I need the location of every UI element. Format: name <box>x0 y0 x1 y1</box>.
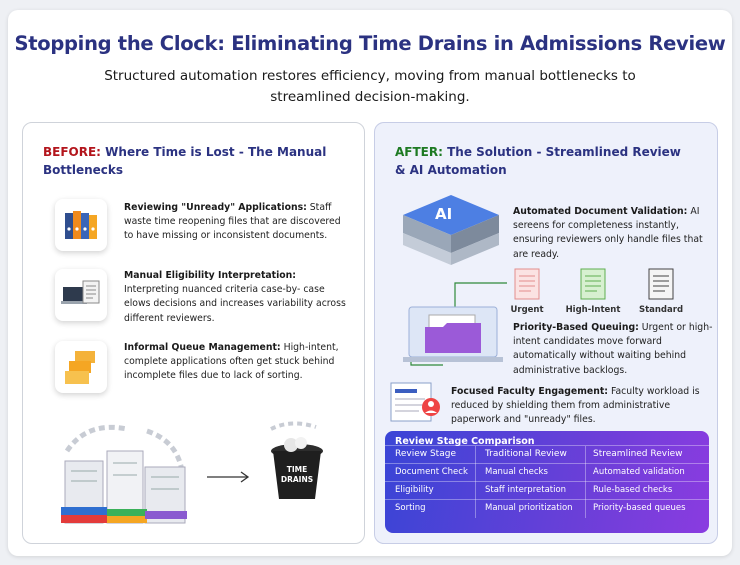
after-heading: AFTER: The Solution - Streamlined Review… <box>395 143 695 179</box>
after-tag: AFTER: <box>395 145 443 159</box>
column-header: Streamlined Review <box>593 449 683 459</box>
table-cell: Priority-based queues <box>593 503 686 513</box>
table-cell: Staff interpretation <box>485 485 567 495</box>
column-header: Review Stage <box>395 449 456 459</box>
after-item-2: Priority-Based Queuing: Urgent or high-i… <box>513 322 713 376</box>
before-tag: BEFORE: <box>43 145 101 159</box>
table-cell: Manual checks <box>485 467 548 477</box>
table-cell: Rule-based checks <box>593 485 673 495</box>
before-heading: BEFORE: Where Time is Lost - The Manual … <box>43 143 343 179</box>
before-item-1: Reviewing "Unready" Applications: Staff … <box>124 202 341 242</box>
column-header: Traditional Review <box>485 449 567 459</box>
standard-label: Standard <box>638 305 684 315</box>
after-item-1: Automated Document Validation: AI sereen… <box>513 206 703 260</box>
page-subtitle: Structured automation restores efficienc… <box>104 68 636 105</box>
high-intent-document-icon <box>580 268 606 300</box>
page-title: Stopping the Clock: Eliminating Time Dra… <box>14 32 726 55</box>
table-cell: Eligibility <box>395 485 434 495</box>
table-cell: Sorting <box>395 503 426 513</box>
table-row: Eligibility Staff interpretation Rule-ba… <box>385 481 709 500</box>
table-cell: Automated validation <box>593 467 685 477</box>
comparison-title: Review Stage Comparison <box>395 436 535 447</box>
review-stage-comparison-table: Review Stage Comparison Review Stage Tra… <box>385 431 709 533</box>
before-panel: BEFORE: Where Time is Lost - The Manual … <box>22 122 365 544</box>
ai-label: AI <box>435 205 453 223</box>
after-panel: AFTER: The Solution - Streamlined Review… <box>374 122 718 544</box>
laptop-documents-icon <box>55 269 107 321</box>
folders-icon <box>55 341 107 393</box>
urgent-document-icon <box>514 268 540 300</box>
before-heading-text: Where Time is Lost - The Manual Bottlene… <box>43 145 327 177</box>
table-cell: Document Check <box>395 467 468 477</box>
high-intent-label: High-Intent <box>565 305 621 315</box>
arrow-right-icon <box>207 471 250 483</box>
before-item-3: Informal Queue Management: High-intent, … <box>124 342 339 382</box>
infographic-card: Stopping the Clock: Eliminating Time Dra… <box>8 10 732 556</box>
table-row: Document Check Manual checks Automated v… <box>385 463 709 482</box>
trash-bin-icon <box>270 421 323 499</box>
table-header-row: Review Stage Traditional Review Streamli… <box>385 445 709 464</box>
faculty-profile-icon <box>390 382 440 422</box>
standard-document-icon <box>648 268 674 300</box>
table-row: Sorting Manual prioritization Priority-b… <box>385 499 709 518</box>
table-cell: Manual prioritization <box>485 503 573 513</box>
after-item-3: Focused Faculty Engagement: Faculty work… <box>451 386 700 426</box>
paper-pile-illustration <box>61 424 187 524</box>
time-drains-label: TIME DRAINS <box>280 465 314 484</box>
laptop-folder-icon <box>403 306 503 362</box>
urgent-label: Urgent <box>510 305 544 315</box>
after-heading-text: The Solution - Streamlined Review & AI A… <box>395 145 681 177</box>
before-item-2: Manual Eligibility Interpretation: Inter… <box>124 270 346 324</box>
binders-icon <box>55 199 107 251</box>
ai-server-icon <box>403 195 499 265</box>
